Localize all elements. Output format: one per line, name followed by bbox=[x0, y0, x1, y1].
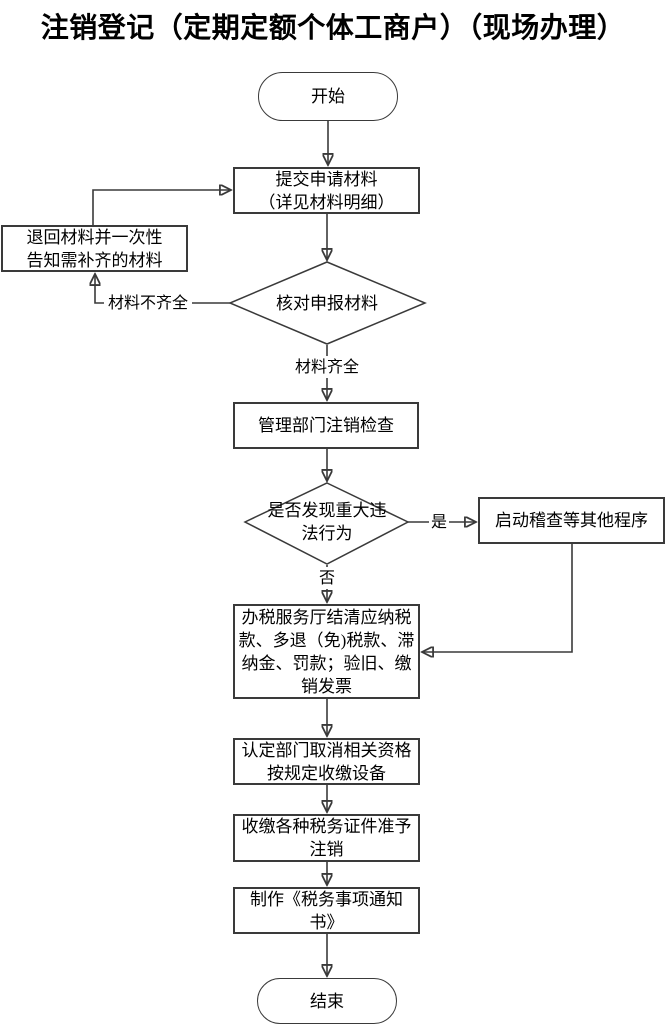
page-title: 注销登记（定期定额个体工商户）（现场办理） bbox=[40, 12, 626, 43]
return-materials-node: 退回材料并一次性 告知需补齐的材料 bbox=[1, 225, 188, 272]
settle-taxes-node: 办税服务厅结清应纳税 款、多退（免)税款、滞 纳金、罚款；验旧、缴 销发票 bbox=[233, 604, 420, 699]
edge-return-to-submit bbox=[92, 190, 230, 225]
violation-decision-diamond bbox=[243, 482, 410, 565]
check-materials-diamond bbox=[228, 261, 427, 345]
start-inspection-node: 启动稽查等其他程序 bbox=[478, 497, 665, 544]
violation-decision-label: 是否发现重大违 法行为 bbox=[267, 501, 387, 543]
cancel-qualifications-node: 认定部门取消相关资格 按规定收缴设备 bbox=[233, 738, 420, 785]
label-no: 否 bbox=[317, 567, 337, 589]
label-materials-complete: 材料齐全 bbox=[293, 356, 361, 378]
edge-inspection-to-settle bbox=[423, 544, 573, 652]
collect-certificates-node: 收缴各种税务证件准予 注销 bbox=[233, 814, 420, 862]
end-node: 结束 bbox=[257, 978, 397, 1024]
label-materials-incomplete: 材料不齐全 bbox=[104, 292, 192, 314]
make-notice-node: 制作《税务事项通知 书》 bbox=[233, 887, 420, 934]
label-yes: 是 bbox=[429, 511, 449, 533]
submit-materials-node: 提交申请材料 （详见材料明细） bbox=[233, 167, 420, 214]
start-node: 开始 bbox=[258, 72, 398, 121]
dept-cancel-check-node: 管理部门注销检查 bbox=[233, 402, 419, 449]
check-materials-label: 核对申报材料 bbox=[276, 293, 378, 313]
